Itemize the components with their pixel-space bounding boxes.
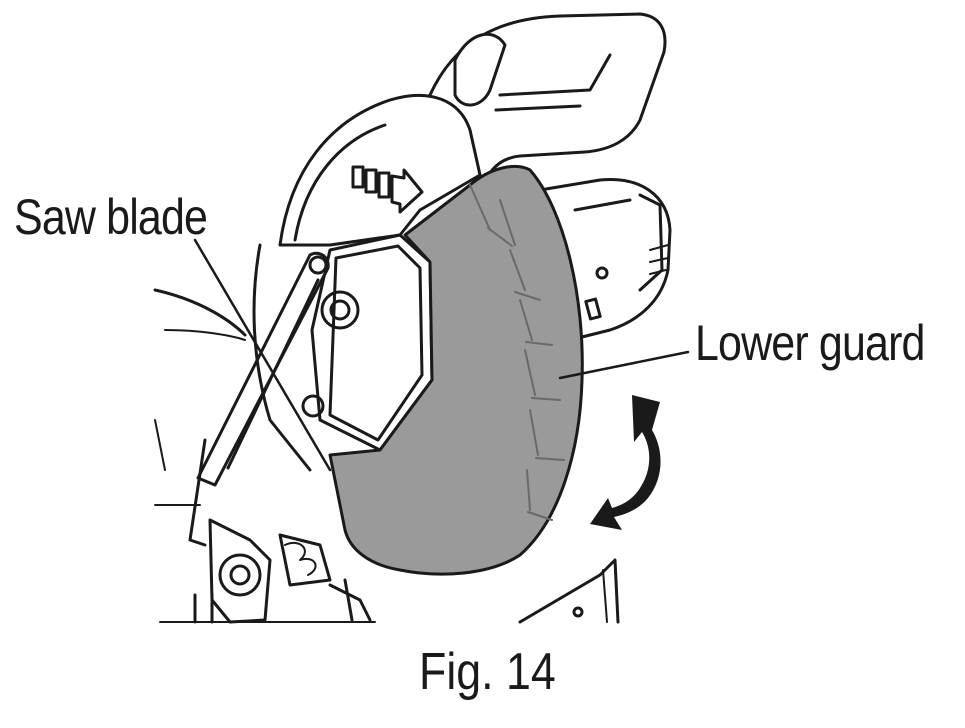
- blade-rotation-arrow-icon: [351, 165, 424, 214]
- lower-guard-label: Lower guard: [695, 315, 925, 371]
- lower-guard-shape: [328, 165, 584, 576]
- saw-blade-leader-line: [193, 238, 332, 472]
- fence: [518, 558, 620, 624]
- upper-blade-guard: [278, 93, 482, 247]
- curved-double-arrow-icon: [590, 395, 661, 530]
- saw-blade-label: Saw blade: [14, 189, 208, 245]
- figure-caption: Fig. 14: [419, 643, 556, 701]
- lower-guard-leader-line: [558, 350, 690, 380]
- guard-link-arm: [196, 251, 330, 487]
